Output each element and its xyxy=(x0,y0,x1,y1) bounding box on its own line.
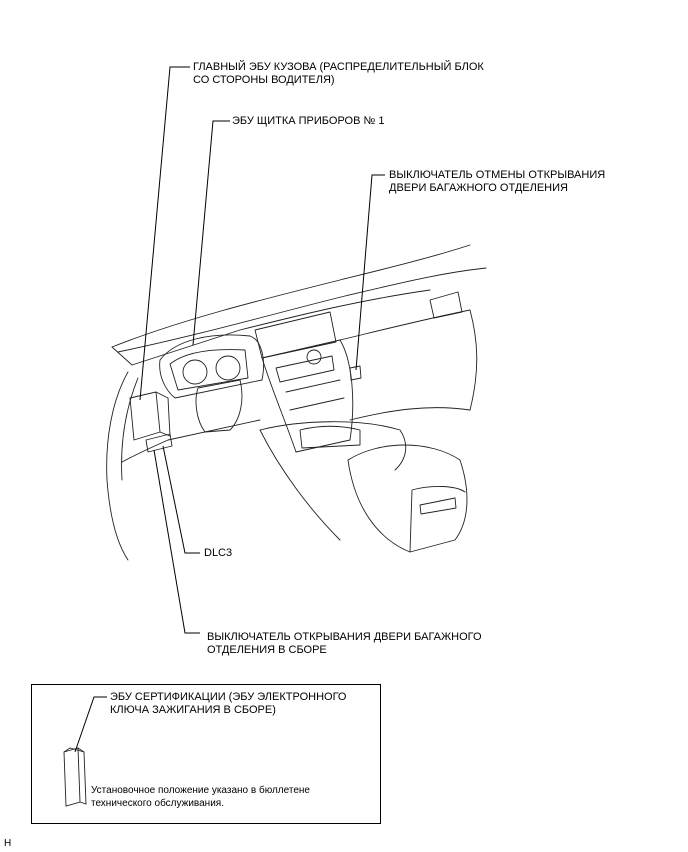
center-panel-line xyxy=(285,379,341,393)
meter-hood xyxy=(159,334,264,399)
label-dlc3: DLC3 xyxy=(204,547,233,559)
label-meter-ecu: ЭБУ ЩИТКА ПРИБОРОВ № 1 xyxy=(232,115,385,127)
console-handle xyxy=(419,497,457,515)
dash-top-inner xyxy=(117,267,487,353)
console-left xyxy=(259,429,341,541)
meter-face xyxy=(169,349,249,391)
center-panel-line2 xyxy=(289,397,345,411)
console-top xyxy=(259,421,407,471)
dash-lower-left xyxy=(121,419,261,463)
door-frame xyxy=(106,371,129,561)
dash-right-lower xyxy=(349,407,471,421)
console-box xyxy=(347,444,468,553)
vent-center xyxy=(275,355,335,383)
label-certification-ecu: ЭБУ СЕРТИФИКАЦИИ (ЭБУ ЭЛЕКТРОННОГО КЛЮЧА… xyxy=(110,691,347,716)
dash-right xyxy=(339,309,478,411)
gauge-left xyxy=(182,359,208,385)
dlc3-connector xyxy=(145,433,173,453)
cert-ecu-top xyxy=(63,747,85,753)
shifter-area xyxy=(299,425,361,449)
gauge-right xyxy=(215,355,241,381)
steering-area xyxy=(195,379,243,433)
leader-trunk-cancel xyxy=(355,174,385,371)
center-display xyxy=(254,311,337,359)
label-trunk-cancel-switch: ВЫКЛЮЧАТЕЛЬ ОТМЕНЫ ОТКРЫВАНИЯ ДВЕРИ БАГА… xyxy=(389,169,606,194)
leader-meter-ecu xyxy=(192,120,230,346)
leader-main-body-ecu xyxy=(139,66,190,401)
dash-cover xyxy=(111,289,431,366)
vent-right xyxy=(429,291,463,319)
console-box-side xyxy=(409,486,466,553)
inset-box xyxy=(31,684,381,824)
cert-ecu-side xyxy=(77,747,87,805)
leader-dlc3 xyxy=(162,445,200,554)
reference-mark: H xyxy=(4,838,12,849)
body-ecu-module-side xyxy=(155,391,171,437)
center-knob xyxy=(306,349,322,365)
leader-cert-ecu xyxy=(74,696,107,753)
label-main-body-ecu: ГЛАВНЫЙ ЭБУ КУЗОВА (РАСПРЕДЕЛИТЕЛЬНЫЙ БЛ… xyxy=(193,61,484,86)
installation-note: Установочное положение указано в бюллете… xyxy=(91,785,310,809)
label-trunk-opener-switch: ВЫКЛЮЧАТЕЛЬ ОТКРЫВАНИЯ ДВЕРИ БАГАЖНОГО О… xyxy=(207,631,482,656)
center-stack xyxy=(261,339,354,453)
leader-trunk-opener xyxy=(153,449,200,634)
door-frame-inner xyxy=(121,377,139,481)
body-ecu-module xyxy=(129,391,161,441)
dash-top-outline xyxy=(111,244,471,348)
